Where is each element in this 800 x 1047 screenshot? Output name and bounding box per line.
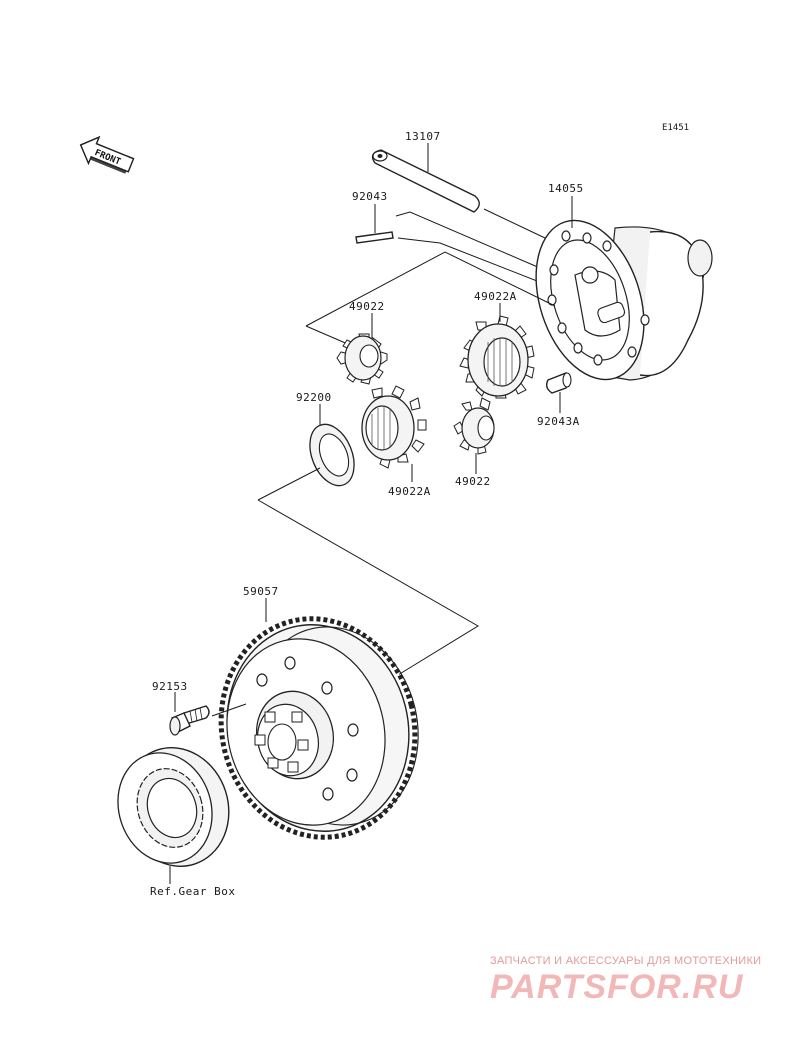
label-ring-gear: 59057 [243, 585, 279, 598]
label-housing: 14055 [548, 182, 584, 195]
bolt-92153 [169, 705, 210, 736]
thrust-washer-92200 [309, 423, 355, 487]
label-shaft: 13107 [405, 130, 441, 143]
watermark-brand-logo: PARTSFOR.RU [490, 968, 744, 1006]
ring-gear-59057 [218, 616, 419, 840]
pin-92043 [355, 231, 394, 244]
watermark-tagline: ЗАПЧАСТИ И АКСЕССУАРЫ ДЛЯ МОТОТЕХНИКИ [490, 955, 761, 967]
differential-housing-14055 [535, 219, 713, 381]
diagram-code: E1451 [662, 123, 689, 133]
label-washer: 92200 [296, 391, 332, 404]
bearing-ref-gear-box [117, 747, 230, 867]
side-gear-49022A-left [361, 385, 427, 469]
label-pinion-right: 49022 [455, 475, 491, 488]
pinion-gear-49022-right [453, 397, 495, 455]
shaft-13107 [371, 149, 480, 213]
label-dowel-pin: 92043A [537, 415, 580, 428]
label-bolt: 92153 [152, 680, 188, 693]
dowel-pin-92043A [545, 372, 572, 394]
pinion-gear-49022-left [336, 333, 388, 385]
label-pin: 92043 [352, 190, 388, 203]
label-bearing: Ref.Gear Box [150, 885, 235, 898]
label-side-gear-left: 49022A [388, 485, 431, 498]
label-pinion-left: 49022 [349, 300, 385, 313]
front-arrow-icon: FRONT [79, 135, 135, 174]
label-side-gear-right: 49022A [474, 290, 517, 303]
side-gear-49022A-right [459, 315, 535, 399]
